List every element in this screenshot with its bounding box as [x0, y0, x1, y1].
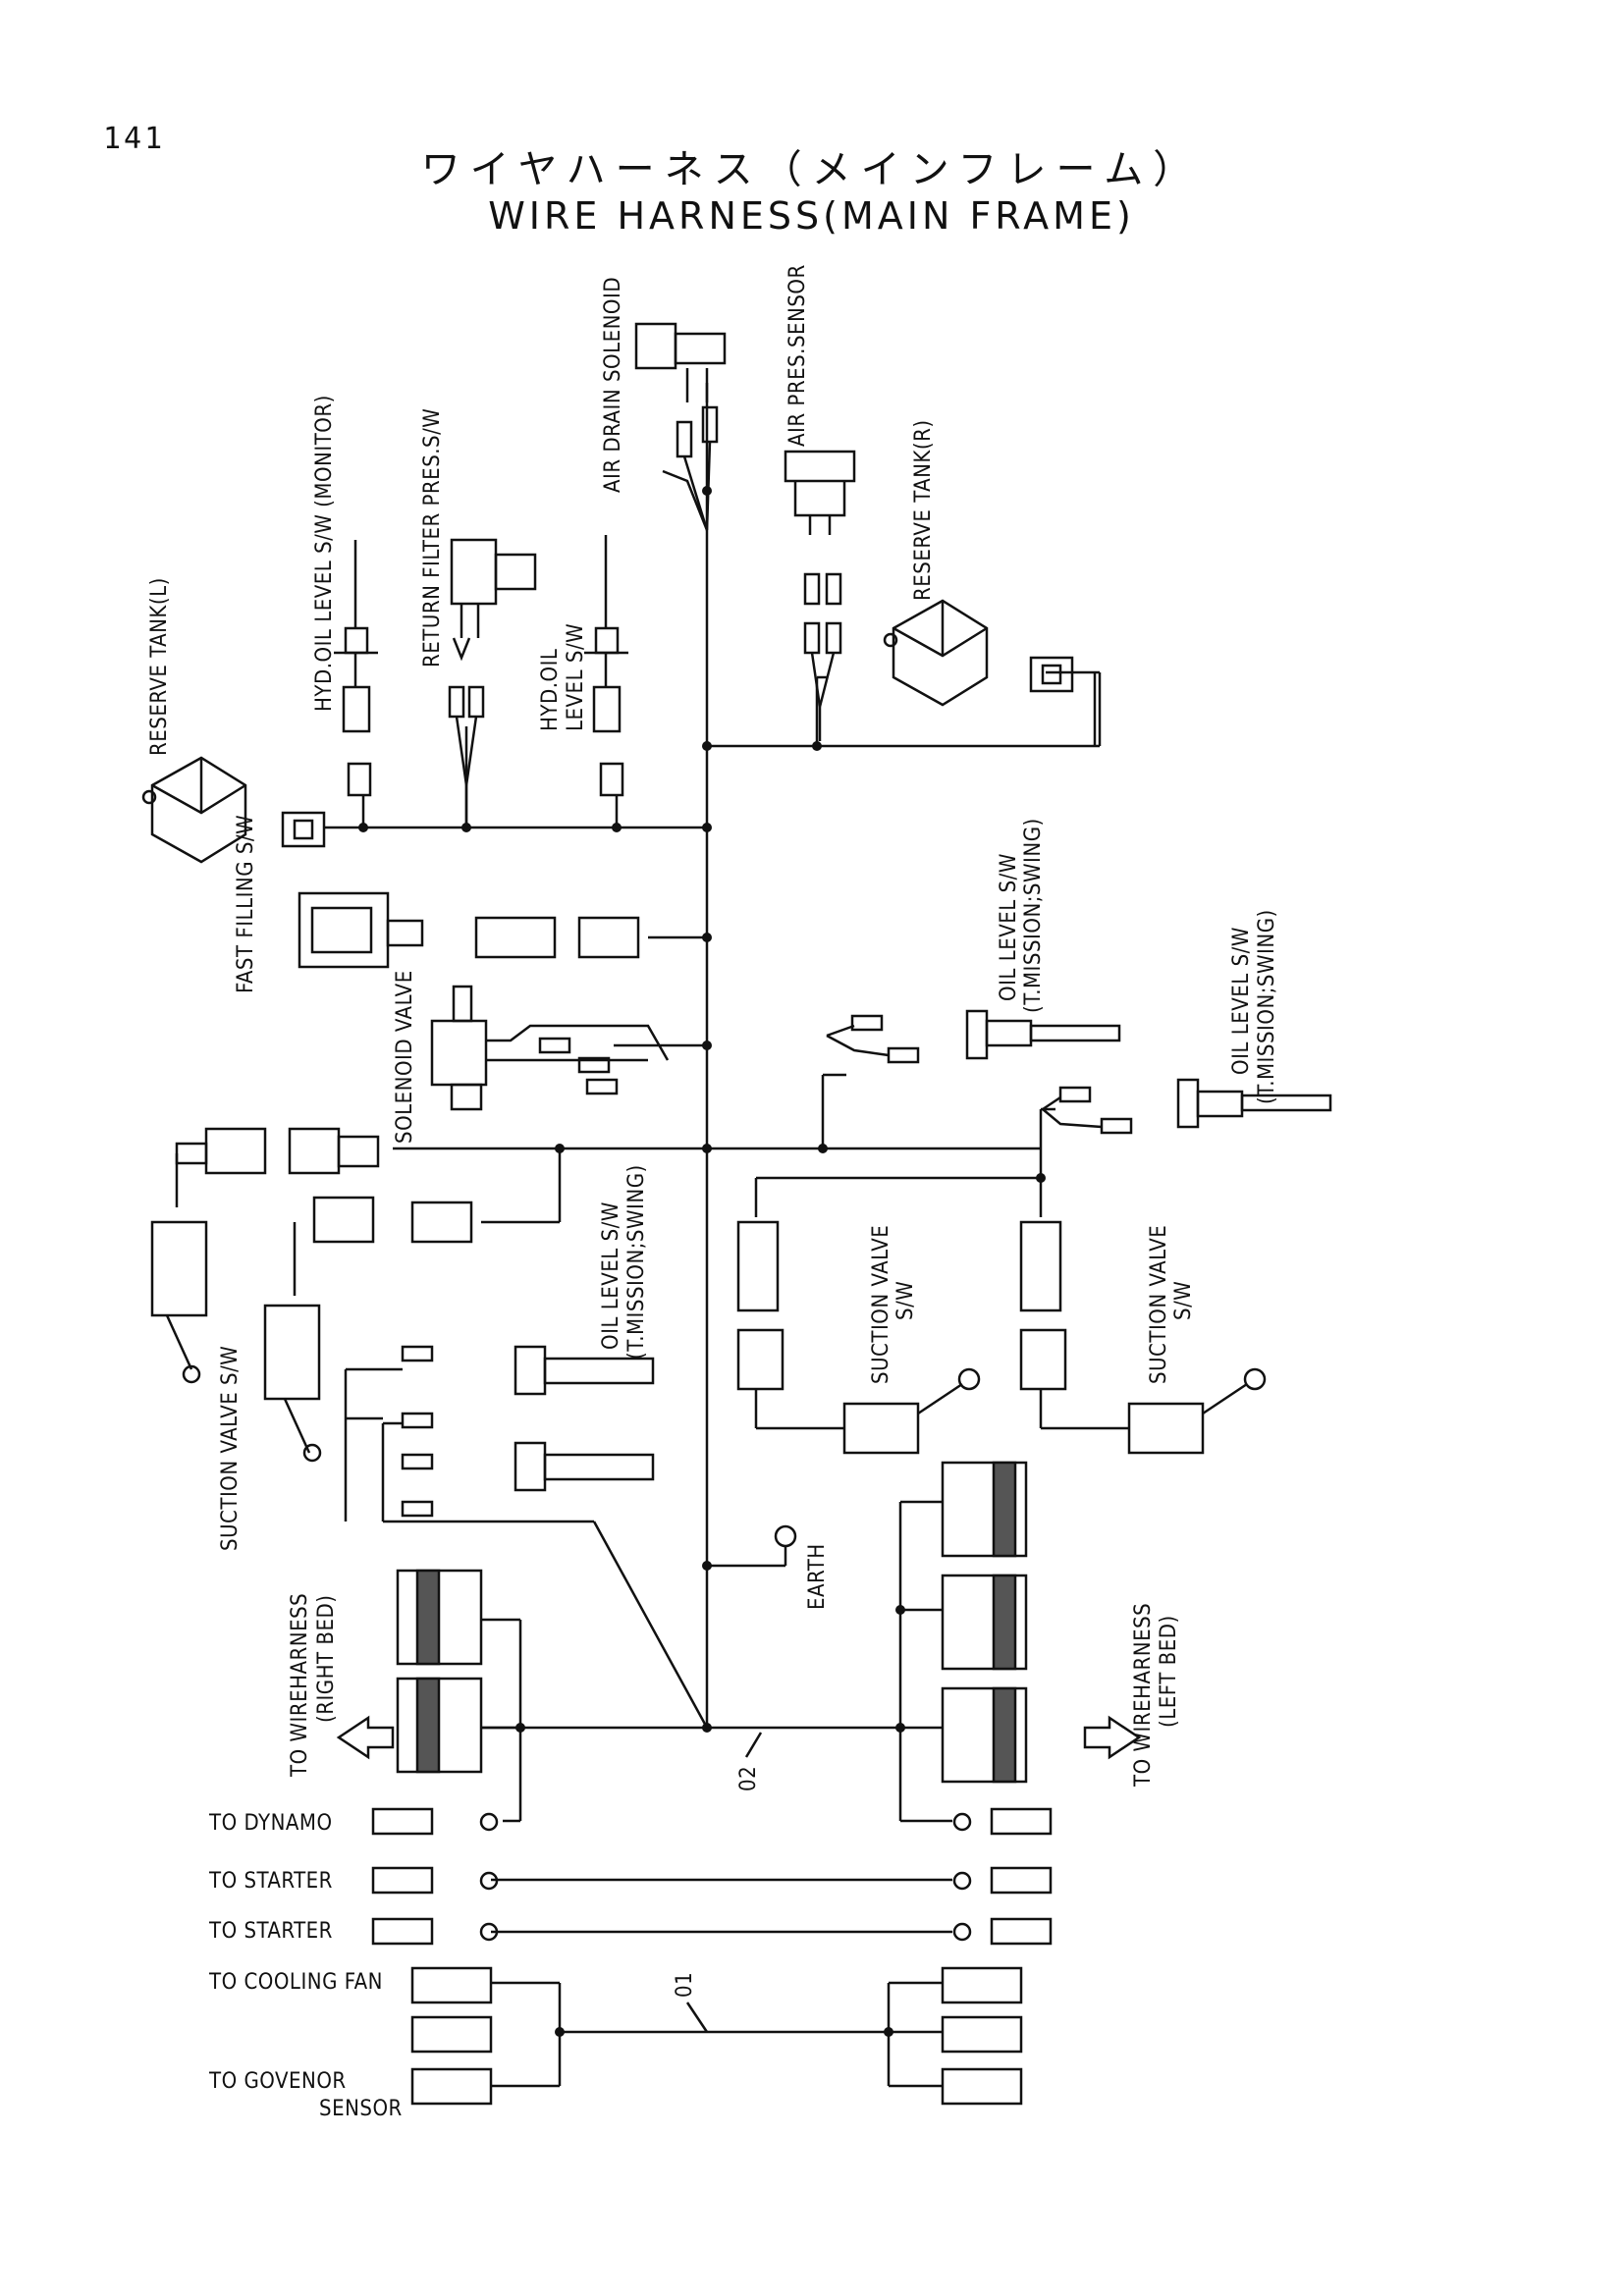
callout-leaders [685, 1732, 763, 2033]
label-suction-valve-sw-right-l1: SUCTION VALVE [1147, 1224, 1171, 1384]
label-to-wireharness-right-l2: (RIGHT BED) [314, 1594, 339, 1723]
hyd-oil-level-sw-monitor-icon [334, 540, 378, 797]
cooling-fan-connectors-icon [410, 1966, 1023, 2106]
label-to-wireharness-left-l1: TO WIREHARNESS [1131, 1602, 1156, 1787]
left-bed-connectors-icon [941, 1461, 1142, 1784]
label-solenoid-valve: SOLENOID VALVE [393, 970, 417, 1144]
label-suction-valve-sw-left: SUCTION VALVE S/W [218, 1345, 243, 1551]
oil-level-sw-right-1-icon [826, 1009, 1121, 1064]
label-suction-valve-sw-right-l2: S/W [1171, 1280, 1196, 1320]
label-hyd-oil-level-sw-monitor: HYD.OIL LEVEL S/W (MONITOR) [312, 395, 337, 712]
label-reserve-tank-l: RESERVE TANK(L) [147, 577, 172, 756]
terminal-connectors-icon [371, 1807, 1053, 1946]
label-to-govenor-l2: SENSOR [319, 2097, 403, 2121]
air-pres-sensor-icon [784, 450, 856, 741]
label-oil-level-sw-right2-l2: (T.MISSION;SWING) [1255, 909, 1279, 1104]
oil-level-sw-right-2-icon [1042, 1078, 1332, 1135]
callout-02: 02 [736, 1765, 761, 1791]
junction-dots [358, 486, 1046, 2037]
label-to-wireharness-left-l2: (LEFT BED) [1157, 1615, 1181, 1728]
return-filter-pres-sw-icon [448, 538, 537, 828]
right-bed-connectors-icon [336, 1569, 483, 1774]
label-to-starter-1: TO STARTER [209, 1869, 333, 1894]
label-to-starter-2: TO STARTER [209, 1919, 333, 1944]
fast-filling-sw-icon [298, 891, 640, 969]
label-oil-level-sw-right1-l2: (T.MISSION;SWING) [1021, 818, 1046, 1013]
label-return-filter-pres-sw: RETURN FILTER PRES.S/W [420, 407, 445, 667]
label-oil-level-sw-right2-l1: OIL LEVEL S/W [1229, 927, 1254, 1075]
label-fast-filling-sw: FAST FILLING S/W [234, 814, 258, 993]
label-reserve-tank-r: RESERVE TANK(R) [911, 419, 936, 601]
label-air-pres-sensor: AIR PRES.SENSOR [785, 264, 810, 447]
earth-terminal-icon [774, 1524, 797, 1548]
suction-valve-sw-mid-icon [736, 1220, 1267, 1455]
reserve-tank-l-icon [141, 756, 326, 864]
label-hyd-oil-line2: LEVEL S/W [564, 622, 588, 731]
title-english: WIRE HARNESS(MAIN FRAME) [488, 194, 1135, 238]
label-to-wireharness-right-l1: TO WIREHARNESS [288, 1592, 312, 1777]
label-hyd-oil-line1: HYD.OIL [538, 648, 563, 731]
solenoid-valve-icon [430, 985, 670, 1111]
oil-level-sw-center-icon [401, 1345, 655, 1518]
callout-01: 01 [673, 1971, 697, 1998]
label-to-dynamo: TO DYNAMO [209, 1811, 333, 1836]
label-oil-level-sw-center-l2: (T.MISSION;SWING) [624, 1164, 649, 1360]
label-earth: EARTH [805, 1543, 830, 1610]
label-to-cooling-fan: TO COOLING FAN [209, 1970, 383, 1995]
page-number: 141 [103, 122, 166, 156]
title-japanese: ワイヤハーネス（メインフレーム） [420, 147, 1203, 192]
air-drain-solenoid-icon [634, 322, 727, 531]
label-to-govenor-l1: TO GOVENOR [209, 2069, 347, 2094]
reserve-tank-r-icon [883, 599, 1074, 707]
hyd-oil-level-sw-icon [584, 535, 628, 797]
label-suction-valve-sw-mid-l2: S/W [893, 1280, 918, 1320]
suction-valve-sw-left-icon [150, 1127, 473, 1463]
main-trunk-wires [324, 383, 1102, 2088]
label-oil-level-sw-right1-l1: OIL LEVEL S/W [997, 853, 1021, 1001]
label-suction-valve-sw-mid-l1: SUCTION VALVE [869, 1224, 893, 1384]
label-oil-level-sw-center-l1: OIL LEVEL S/W [599, 1201, 623, 1350]
label-air-drain-solenoid: AIR DRAIN SOLENOID [601, 276, 625, 493]
